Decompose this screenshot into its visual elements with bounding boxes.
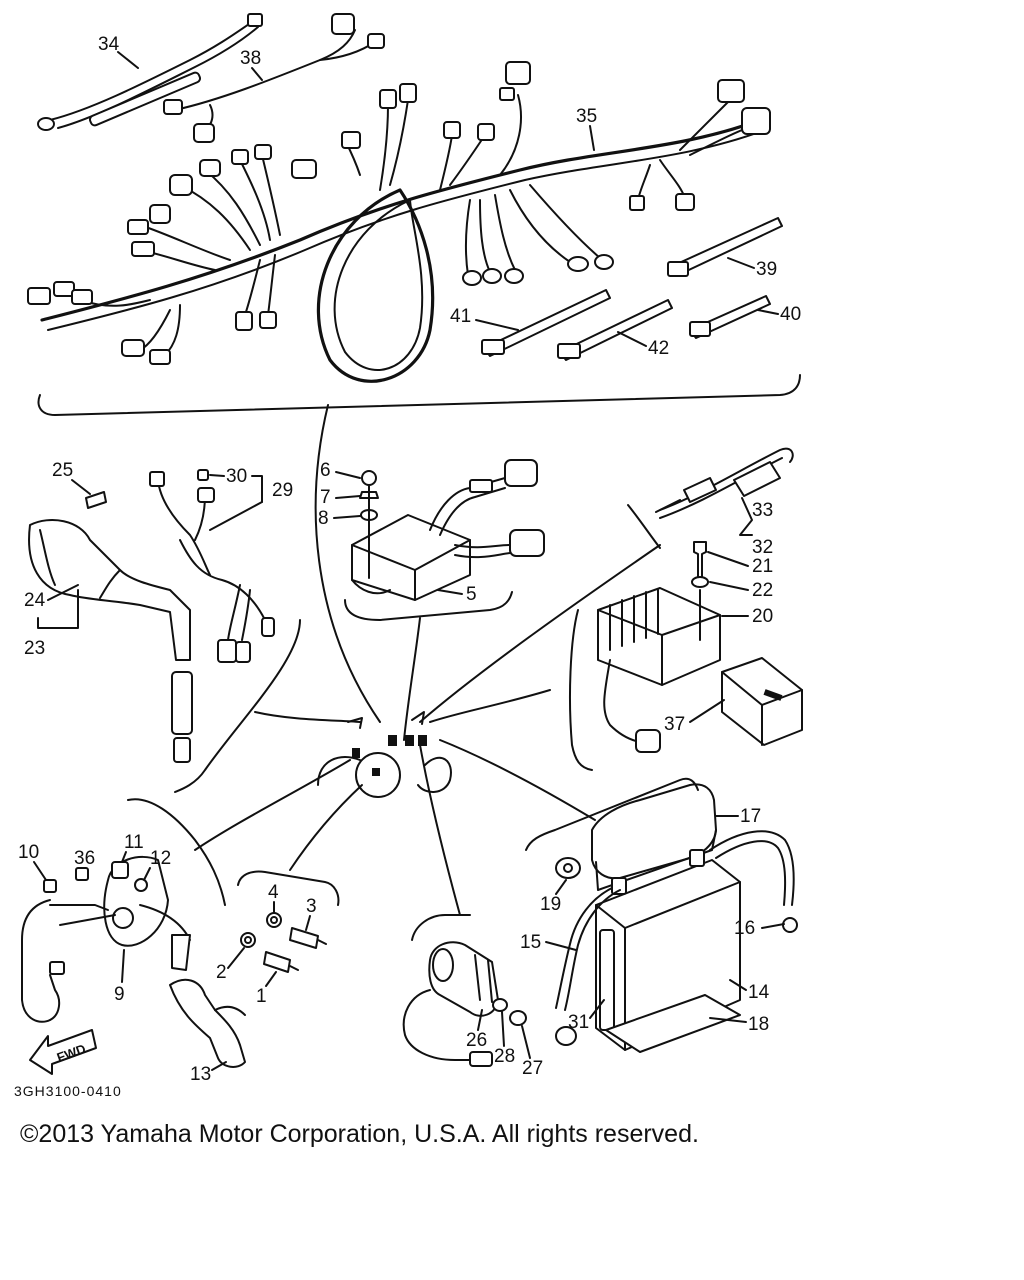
callout-25: 25 [52,460,73,481]
callout-38: 38 [240,48,261,69]
callout-20: 20 [752,606,773,627]
wire-harness-group [27,13,801,416]
battery-group [525,777,798,1053]
callout-40: 40 [780,304,801,325]
callout-41: 41 [450,306,471,327]
callout-18: 18 [748,1014,769,1035]
sensor-group [237,870,340,973]
callout-32: 32 [752,537,773,558]
rectifier-group [569,447,803,771]
callout-5: 5 [466,584,477,605]
callout-36: 36 [74,848,95,869]
leader-lines [194,404,661,916]
starter-relay-group [402,914,527,1067]
callout-31: 31 [568,1012,589,1033]
drawing-code: 3GH3100-0410 [14,1083,122,1099]
starter-switch-group: FWD [21,798,246,1075]
callout-2: 2 [216,962,227,983]
callout-13: 13 [190,1064,211,1085]
cdi-unit-group [344,459,545,621]
callout-10: 10 [18,842,39,863]
callout-24: 24 [24,590,46,611]
callout-22: 22 [752,580,773,601]
callout-14: 14 [748,982,770,1003]
callout-23: 23 [24,638,45,659]
callout-42: 42 [648,338,669,359]
callout-17: 17 [740,806,761,827]
callout-39: 39 [756,259,777,280]
callout-26: 26 [466,1030,487,1051]
callout-37: 37 [664,714,685,735]
callout-12: 12 [150,848,171,869]
callout-4: 4 [268,882,279,903]
copyright-notice: ©2013 Yamaha Motor Corporation, U.S.A. A… [20,1120,699,1148]
callout-19: 19 [540,894,561,915]
callout-35: 35 [576,106,597,127]
callout-28: 28 [494,1046,515,1067]
callout-8: 8 [318,508,329,529]
callout-30: 30 [226,466,247,487]
callout-15: 15 [520,932,541,953]
left-middle-group [28,469,301,793]
callout-7: 7 [320,487,331,508]
callout-27: 27 [522,1058,543,1079]
callout-33: 33 [752,500,773,521]
callout-34: 34 [98,34,120,55]
callout-16: 16 [734,918,755,939]
callout-9: 9 [114,984,125,1005]
callout-labels: 34 38 35 39 40 41 42 25 30 29 24 23 6 7 … [14,34,801,1099]
callout-11: 11 [124,832,144,853]
callout-1: 1 [256,986,267,1007]
callout-6: 6 [320,460,331,481]
callout-21: 21 [752,556,773,577]
callout-3: 3 [306,896,317,917]
callout-29: 29 [272,480,293,501]
